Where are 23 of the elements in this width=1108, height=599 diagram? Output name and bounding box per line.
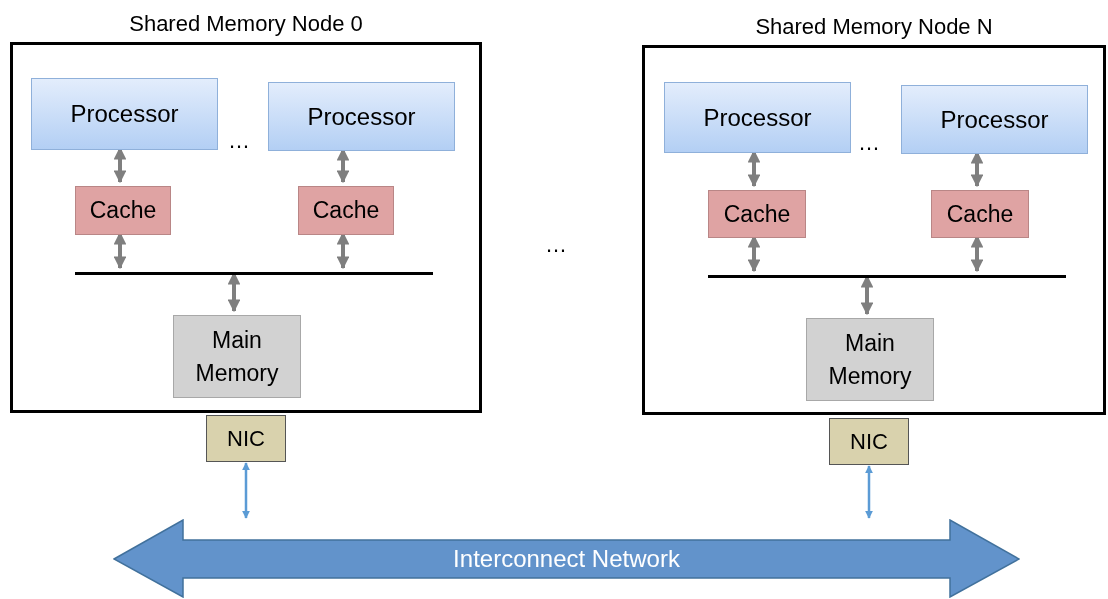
- node-heading: Shared Memory Node N: [754, 14, 994, 40]
- bus-line: [75, 272, 433, 275]
- network-label: Interconnect Network: [452, 545, 681, 573]
- processor-box: Processor: [664, 82, 851, 153]
- processor-box: Processor: [31, 78, 218, 150]
- ellipsis-text: …: [228, 128, 250, 154]
- arrow: [865, 465, 873, 519]
- ellipsis-text: …: [545, 232, 567, 258]
- arrow: [242, 462, 250, 519]
- nic-box: NIC: [829, 418, 909, 465]
- memory-box: Main Memory: [806, 318, 934, 401]
- network-arrow: [113, 519, 1020, 598]
- bus-line: [708, 275, 1066, 278]
- ellipsis-text: …: [858, 130, 880, 156]
- processor-box: Processor: [268, 82, 455, 151]
- cache-box: Cache: [298, 186, 394, 235]
- node-heading: Shared Memory Node 0: [128, 11, 364, 37]
- memory-box: Main Memory: [173, 315, 301, 398]
- cache-box: Cache: [931, 190, 1029, 238]
- nic-box: NIC: [206, 415, 286, 462]
- processor-box: Processor: [901, 85, 1088, 154]
- cache-box: Cache: [708, 190, 806, 238]
- cache-box: Cache: [75, 186, 171, 235]
